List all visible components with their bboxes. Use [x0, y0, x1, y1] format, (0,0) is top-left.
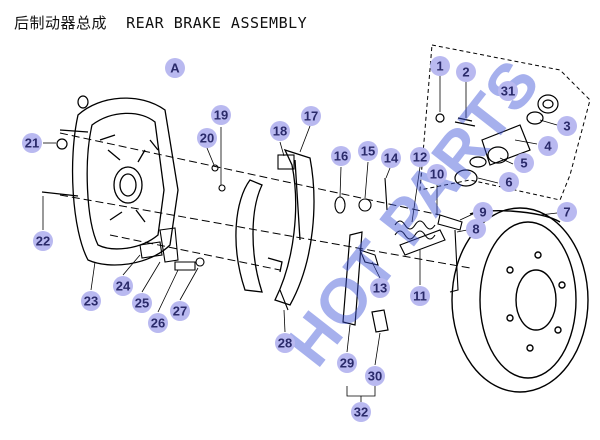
svg-text:30: 30 — [368, 369, 382, 384]
callout-12: 12 — [410, 147, 430, 167]
svg-text:4: 4 — [544, 139, 552, 154]
svg-text:31: 31 — [501, 84, 515, 99]
view-label-a: A — [165, 58, 185, 78]
svg-text:16: 16 — [334, 149, 348, 164]
svg-text:22: 22 — [36, 234, 50, 249]
callout-30: 30 — [365, 366, 385, 386]
svg-text:2: 2 — [462, 65, 469, 80]
callout-27: 27 — [170, 301, 190, 321]
svg-text:5: 5 — [520, 156, 527, 171]
svg-text:11: 11 — [413, 289, 427, 304]
callout-31: 31 — [498, 81, 518, 101]
callout-5: 5 — [514, 153, 534, 173]
backing-plate — [71, 97, 179, 266]
callout-17: 17 — [301, 106, 321, 126]
callout-4: 4 — [538, 136, 558, 156]
svg-text:9: 9 — [479, 205, 486, 220]
callout-24: 24 — [113, 276, 133, 296]
callout-9: 9 — [473, 202, 493, 222]
callout-3: 3 — [557, 116, 577, 136]
brake-drum — [451, 207, 589, 393]
callout-6: 6 — [499, 172, 519, 192]
callout-14: 14 — [381, 148, 401, 168]
svg-text:13: 13 — [373, 281, 387, 296]
title-en: REAR BRAKE ASSEMBLY — [126, 14, 308, 32]
diagram-title: 后制动器总成 REAR BRAKE ASSEMBLY — [14, 12, 307, 33]
svg-text:32: 32 — [354, 405, 368, 420]
svg-text:27: 27 — [173, 304, 187, 319]
svg-text:7: 7 — [563, 205, 570, 220]
svg-text:21: 21 — [25, 136, 39, 151]
svg-text:15: 15 — [361, 144, 375, 159]
adjuster-assembly — [359, 214, 463, 293]
brake-shoes — [235, 148, 315, 306]
callout-25: 25 — [132, 293, 152, 313]
callout-21: 21 — [22, 133, 42, 153]
callout-10: 10 — [427, 164, 447, 184]
svg-text:A: A — [170, 61, 180, 76]
bolts — [41, 95, 89, 197]
callout-32: 32 — [351, 402, 371, 422]
svg-text:20: 20 — [200, 131, 214, 146]
svg-text:6: 6 — [505, 175, 512, 190]
svg-text:17: 17 — [304, 109, 318, 124]
callout-26: 26 — [148, 313, 168, 333]
callout-18: 18 — [270, 121, 290, 141]
callout-13: 13 — [370, 278, 390, 298]
strut-parts — [139, 227, 205, 271]
callout-22: 22 — [33, 231, 53, 251]
svg-text:12: 12 — [413, 150, 427, 165]
svg-text:8: 8 — [472, 222, 479, 237]
parking-lever — [342, 231, 389, 333]
callout-7: 7 — [557, 202, 577, 222]
svg-text:19: 19 — [214, 108, 228, 123]
callout-28: 28 — [275, 333, 295, 353]
callout-1: 1 — [430, 56, 450, 76]
callout-15: 15 — [358, 141, 378, 161]
svg-text:23: 23 — [84, 294, 98, 309]
callout-23: 23 — [81, 291, 101, 311]
svg-text:29: 29 — [340, 356, 354, 371]
title-cn: 后制动器总成 — [14, 14, 108, 32]
svg-text:26: 26 — [151, 316, 165, 331]
callout-11: 11 — [410, 286, 430, 306]
wheel-cylinder-parts — [435, 94, 559, 187]
callout-8: 8 — [466, 219, 486, 239]
callout-29: 29 — [337, 353, 357, 373]
callout-16: 16 — [331, 146, 351, 166]
svg-text:14: 14 — [384, 151, 399, 166]
svg-text:10: 10 — [430, 167, 444, 182]
svg-text:1: 1 — [436, 59, 443, 74]
svg-text:28: 28 — [278, 336, 292, 351]
leader-lines — [42, 76, 558, 402]
explode-axis-lines — [59, 132, 471, 271]
callout-2: 2 — [456, 62, 476, 82]
svg-text:24: 24 — [116, 279, 131, 294]
callout-19: 19 — [211, 105, 231, 125]
svg-text:25: 25 — [135, 296, 149, 311]
svg-text:3: 3 — [563, 119, 570, 134]
svg-text:18: 18 — [273, 124, 287, 139]
callout-20: 20 — [197, 128, 217, 148]
